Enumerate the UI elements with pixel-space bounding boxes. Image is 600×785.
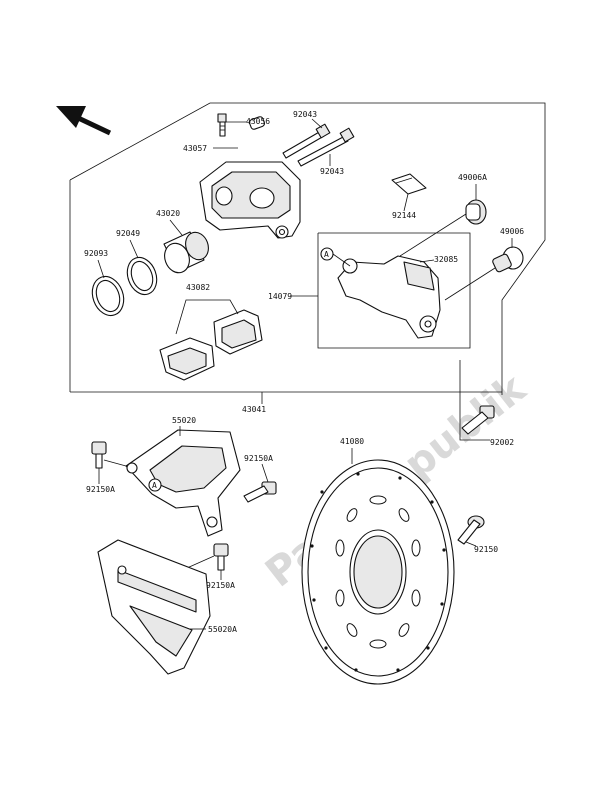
callout-55020a: 55020A	[208, 625, 237, 634]
brake-disc	[301, 459, 455, 685]
bleeder-cap	[249, 116, 265, 130]
caliper-guard	[125, 429, 241, 537]
pad-spring	[391, 173, 427, 195]
dust-seal	[91, 275, 125, 317]
callout-92049: 92049	[116, 229, 140, 238]
callout-92093: 92093	[84, 249, 108, 258]
disc-bolt	[457, 515, 485, 545]
callout-43082: 43082	[186, 283, 210, 292]
guard-bolt-lower	[213, 543, 229, 571]
caliper-bracket	[337, 255, 441, 339]
callout-43020: 43020	[156, 209, 180, 218]
bracket-bolt	[461, 405, 495, 435]
callout-43056: 43056	[246, 117, 270, 126]
callout-92150a-mid: 92150A	[244, 454, 273, 463]
callout-92002: 92002	[490, 438, 514, 447]
front-direction-arrow-icon	[56, 106, 112, 136]
pin-boot	[465, 199, 487, 225]
callout-92150a-lower: 92150A	[206, 581, 235, 590]
callout-92144: 92144	[392, 211, 416, 220]
guard-bolt-left	[91, 441, 107, 469]
caliper-assembly-frame	[69, 102, 546, 395]
bleeder-valve	[217, 113, 247, 137]
callout-55020: 55020	[172, 416, 196, 425]
brake-pad-right	[213, 309, 263, 355]
caliper-body	[199, 161, 301, 239]
callout-49006a: 49006A	[458, 173, 487, 182]
callout-92150a-left: 92150A	[86, 485, 115, 494]
callout-92043-lower: 92043	[320, 167, 344, 176]
bracket-bushing	[492, 246, 524, 273]
marker-a: A	[324, 250, 329, 259]
callout-43057: 43057	[183, 144, 207, 153]
marker-a-guard: A	[152, 481, 157, 490]
callout-49006: 49006	[500, 227, 524, 236]
callout-92043-upper: 92043	[293, 110, 317, 119]
piston	[163, 231, 209, 274]
bracket-subframe	[317, 232, 471, 349]
disc-guard-plate	[97, 539, 211, 675]
callout-32085: 32085	[434, 255, 458, 264]
callout-14079: 14079	[268, 292, 292, 301]
caliper-pin-upper	[282, 123, 331, 159]
callout-92150: 92150	[474, 545, 498, 554]
piston-seal	[126, 256, 158, 296]
brake-pad-left	[159, 337, 215, 381]
guard-bolt-mid	[243, 481, 277, 503]
callout-43041: 43041	[242, 405, 266, 414]
caliper-pin-lower	[297, 127, 355, 167]
callout-41080: 41080	[340, 437, 364, 446]
